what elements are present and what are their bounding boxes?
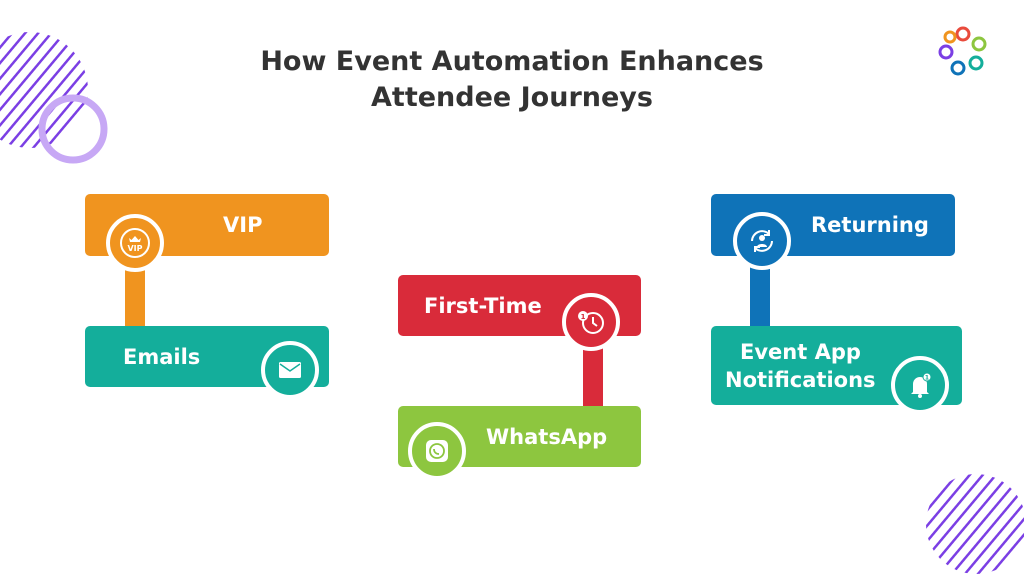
envelope-icon [261, 341, 319, 399]
connector-returning-notifications [750, 256, 770, 328]
title-line-1: How Event Automation Enhances [260, 46, 764, 77]
card-label: First-Time [424, 293, 542, 318]
svg-text:VIP: VIP [127, 244, 142, 253]
returning-user-icon [733, 212, 791, 270]
connector-firsttime-whatsapp [583, 336, 603, 408]
card-label-line-2: Notifications [725, 367, 876, 392]
card-label: WhatsApp [486, 424, 608, 449]
page-title: How Event Automation Enhances Attendee J… [0, 44, 1024, 116]
first-time-clock-icon: 1 [562, 293, 620, 351]
ring-decoration [38, 94, 108, 164]
card-label: VIP [223, 213, 263, 237]
whatsapp-icon [408, 422, 466, 480]
connector-vip-emails [125, 256, 145, 328]
stripes-decoration-top-left [0, 32, 88, 148]
card-label: Emails [123, 344, 201, 369]
stripes-decoration-bottom-right [926, 474, 1024, 574]
title-line-2: Attendee Journeys [371, 82, 653, 113]
svg-text:1: 1 [581, 313, 586, 321]
svg-text:1: 1 [925, 375, 929, 382]
brand-logo [938, 26, 987, 76]
card-label: Returning [811, 213, 929, 237]
card-label-line-1: Event App [740, 339, 861, 364]
bell-notification-icon: 1 [891, 356, 949, 414]
vip-crown-icon: VIP [106, 214, 164, 272]
